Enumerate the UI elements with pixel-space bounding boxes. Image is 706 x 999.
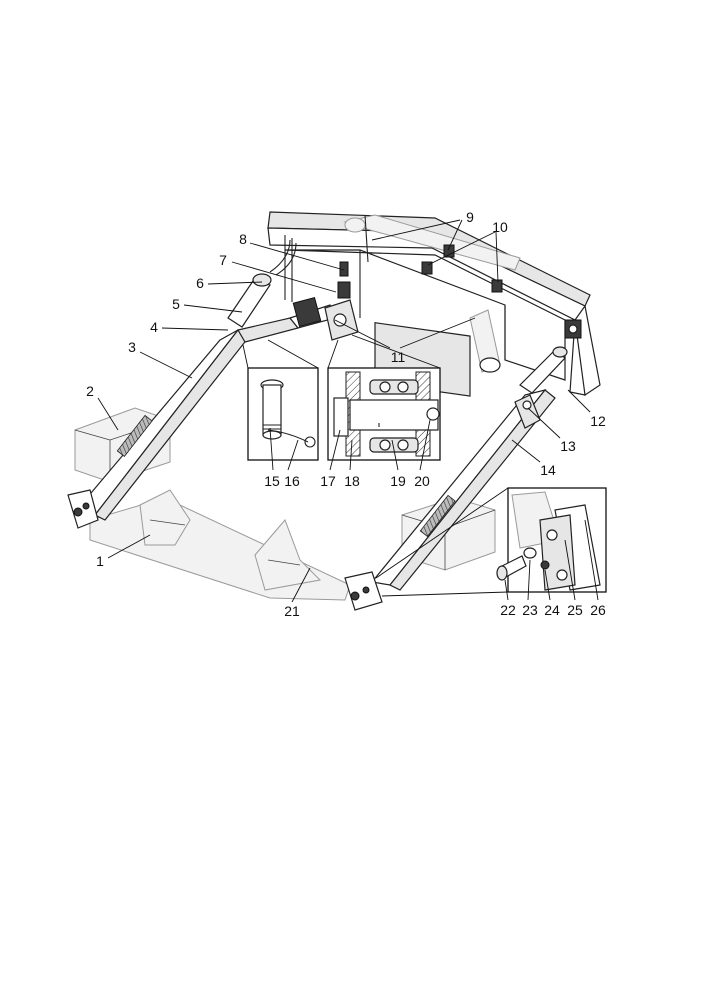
callout-5: 5 xyxy=(172,296,180,312)
lift-cylinder-left xyxy=(227,239,336,343)
push-arm-left xyxy=(67,329,249,529)
callout-4: 4 xyxy=(150,319,158,335)
callout-21: 21 xyxy=(284,603,300,619)
callout-14: 14 xyxy=(540,462,556,478)
callout-26: 26 xyxy=(590,602,606,618)
callout-24: 24 xyxy=(544,602,560,618)
center-pivot xyxy=(324,299,501,373)
lift-cylinder-right xyxy=(514,346,568,429)
callout-2: 2 xyxy=(86,383,94,399)
inset-pin-detail xyxy=(247,367,319,461)
callout-17: 17 xyxy=(320,473,336,489)
inset-bushing-section xyxy=(327,367,441,461)
callout-16: 16 xyxy=(284,473,300,489)
callout-19: 19 xyxy=(390,473,406,489)
callout-9: 9 xyxy=(466,209,474,225)
support-base xyxy=(89,489,351,601)
callout-11: 11 xyxy=(391,349,406,365)
callout-15: 15 xyxy=(264,473,280,489)
callout-23: 23 xyxy=(522,602,538,618)
blade-frame xyxy=(267,211,601,397)
inset-connectors xyxy=(242,334,509,597)
callout-7: 7 xyxy=(219,252,227,268)
callout-22: 22 xyxy=(500,602,516,618)
callout-10: 10 xyxy=(492,219,508,235)
callout-20: 20 xyxy=(414,473,430,489)
callout-labels: 1 2 3 4 5 6 7 8 9 10 11 12 13 14 15 16 1… xyxy=(86,209,606,619)
callout-13: 13 xyxy=(560,438,576,454)
callout-12: 12 xyxy=(590,413,606,429)
callout-18: 18 xyxy=(344,473,360,489)
callout-6: 6 xyxy=(196,275,204,291)
blade-bolts xyxy=(364,214,503,293)
callout-25: 25 xyxy=(567,602,583,618)
callout-1: 1 xyxy=(96,553,104,569)
inset-end-mount xyxy=(496,487,607,593)
leader-lines xyxy=(97,219,599,603)
callout-3: 3 xyxy=(128,339,136,355)
callout-8: 8 xyxy=(239,231,247,247)
